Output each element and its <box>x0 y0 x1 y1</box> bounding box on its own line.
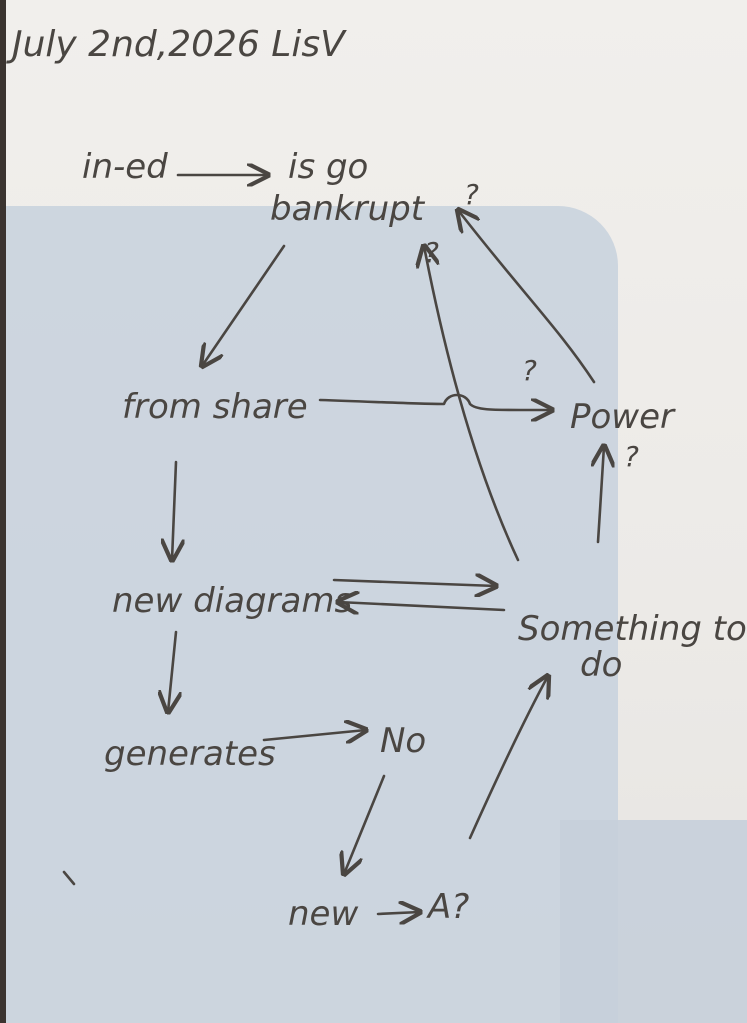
arrow-a-to-something <box>468 676 548 840</box>
arrow-something-to-bankrupt <box>424 246 520 562</box>
node-in-ed: in-ed <box>82 147 168 187</box>
arrow-from-share-to-new-diagrams <box>172 460 176 560</box>
header-text: July 2nd,2026 LisV <box>6 24 347 65</box>
arrow-something-to-power <box>598 446 604 544</box>
arrow-new-diagrams-to-generates <box>168 630 176 712</box>
arrow-bankrupt-to-from-share <box>202 244 286 366</box>
node-do: do <box>580 645 622 685</box>
node-new-diagrams: new diagrams <box>112 581 352 621</box>
arrow-something-to-new-diagrams <box>338 602 506 610</box>
node-something-to: Something to <box>518 609 747 649</box>
shadow-region <box>6 206 618 1023</box>
arrow-from-share-to-power <box>318 393 552 410</box>
node-no: No <box>380 721 426 761</box>
stray-pen-mark <box>62 870 76 886</box>
arrow-new-diagrams-to-something <box>332 580 496 586</box>
node-a: A? <box>426 887 469 927</box>
question-mark-bankrupt-right: ? <box>464 178 479 211</box>
node-is-go: is go <box>288 147 368 187</box>
node-new: new <box>288 894 358 934</box>
node-bankrupt: bankrupt <box>270 189 426 229</box>
node-from-share: from share <box>122 387 308 427</box>
question-mark-power-below: ? <box>624 440 639 473</box>
arrow-power-to-bankrupt <box>458 210 596 384</box>
shadow-region-lower-right <box>560 820 747 1023</box>
node-power: Power <box>570 397 676 437</box>
arrow-new-to-a <box>376 912 420 914</box>
node-generates: generates <box>104 734 276 774</box>
arrow-no-to-new <box>344 774 386 874</box>
arrow-generates-to-no <box>262 730 366 740</box>
question-mark-share-power: ? <box>522 354 537 387</box>
